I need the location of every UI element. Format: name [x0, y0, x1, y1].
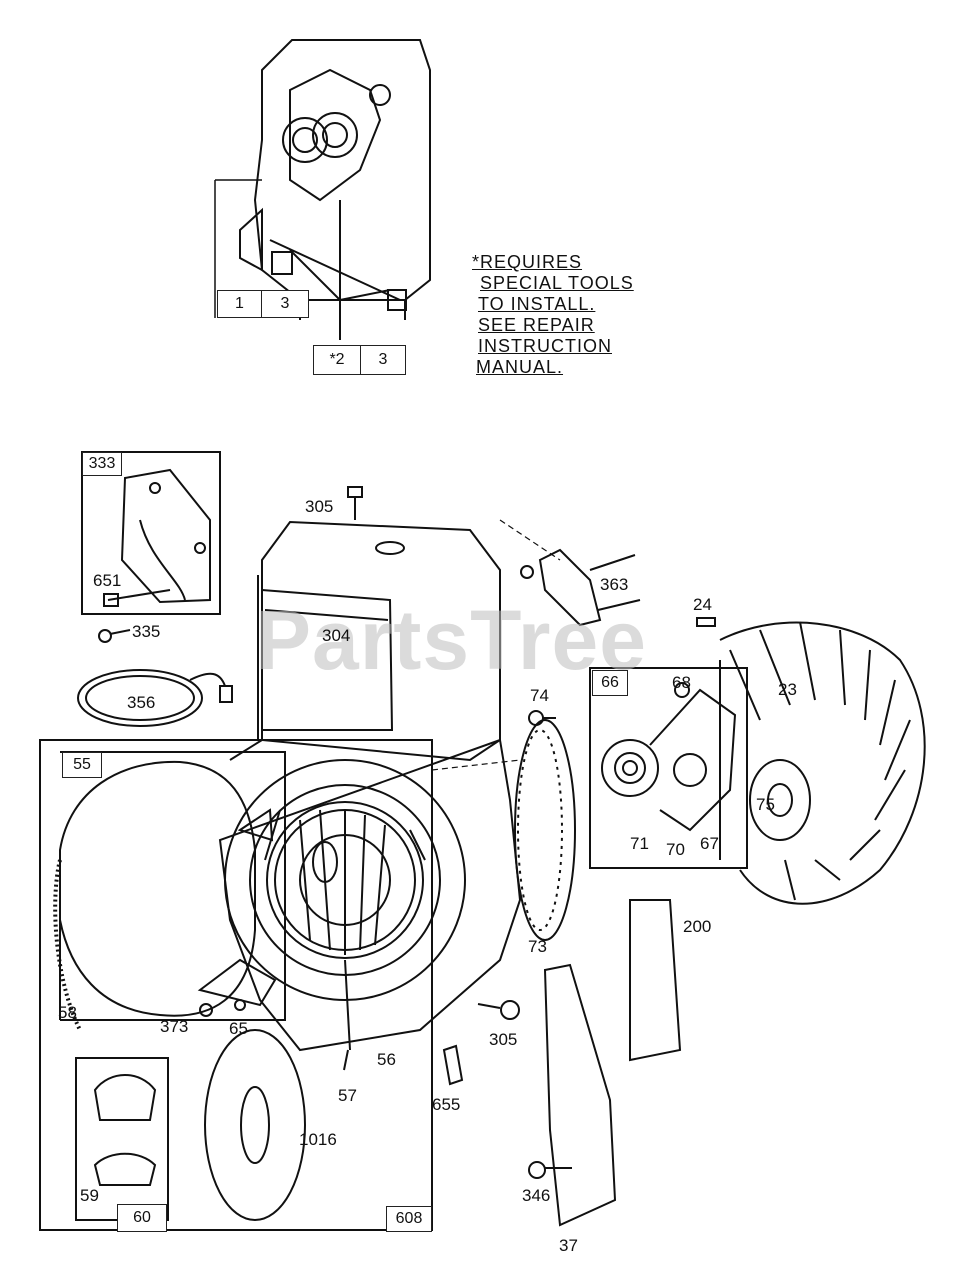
engine-block-illustration [239, 39, 431, 340]
callout-373: 373 [160, 1017, 189, 1036]
box-label-66: 66 [592, 670, 628, 696]
flywheel-parts-group [589, 667, 748, 869]
callout-58: 58 [58, 1003, 77, 1022]
callout-23: 23 [778, 680, 797, 699]
key-24-illustration [696, 617, 716, 627]
box-label-55: 55 [62, 752, 102, 778]
callout-655: 655 [432, 1095, 461, 1114]
note-line-2: SPECIAL TOOLS [480, 273, 634, 293]
callout-75: 75 [756, 795, 775, 814]
callout-304: 304 [322, 626, 351, 645]
callout-59: 59 [80, 1186, 99, 1205]
watermark: PartsTree [255, 593, 647, 687]
special-tools-note: *REQUIRES SPECIAL TOOLS TO INSTALL. SEE … [472, 252, 634, 378]
note-line-5: INSTRUCTION [478, 336, 612, 356]
note-line-3: TO INSTALL. [478, 294, 596, 314]
callout-67: 67 [700, 834, 719, 853]
box-label-60: 60 [117, 1204, 167, 1232]
box-label-2: *2 [313, 345, 361, 375]
screw-335-illustration [98, 629, 131, 643]
callout-56: 56 [377, 1050, 396, 1069]
callout-73: 73 [528, 937, 547, 956]
baffle-37-illustration [543, 963, 617, 1227]
callout-651: 651 [93, 571, 122, 590]
screw-305-lower-illustration [477, 1000, 520, 1020]
ignition-module-group [81, 451, 221, 615]
callout-335: 335 [132, 622, 161, 641]
callout-24: 24 [693, 595, 712, 614]
callout-1016: 1016 [299, 1130, 337, 1149]
screw-346-illustration [528, 1161, 572, 1179]
callout-68: 68 [672, 673, 691, 692]
callout-200: 200 [683, 917, 712, 936]
callout-70: 70 [666, 840, 685, 859]
callout-363: 363 [600, 575, 629, 594]
callout-71: 71 [630, 834, 649, 853]
box-label-333: 333 [82, 452, 122, 476]
screw-305-top-illustration [347, 486, 363, 520]
clip-655-illustration [442, 1044, 464, 1086]
callout-37: 37 [559, 1236, 578, 1255]
box-label-3-lower: 3 [360, 345, 406, 375]
note-line-4: SEE REPAIR [478, 315, 595, 335]
screw-74-illustration [528, 710, 556, 726]
box-label-3-top: 3 [261, 290, 309, 318]
callout-65: 65 [229, 1019, 248, 1038]
callout-57: 57 [338, 1086, 357, 1105]
ground-wire-illustration [77, 669, 233, 727]
note-line-6: MANUAL. [476, 357, 564, 377]
bracket-363-illustration [520, 548, 641, 627]
callout-305-lower: 305 [489, 1030, 518, 1049]
leader-lines [431, 519, 561, 771]
baffle-200-illustration [629, 899, 682, 1062]
box-label-608: 608 [386, 1206, 432, 1232]
note-line-1: *REQUIRES [472, 252, 583, 272]
callout-356: 356 [127, 693, 156, 712]
rotating-screen-illustration [514, 719, 576, 941]
callout-346: 346 [522, 1186, 551, 1205]
blower-housing-illustration [218, 520, 522, 1052]
rewind-starter-group [39, 739, 433, 1231]
box-label-1: 1 [217, 290, 262, 318]
callout-305-top: 305 [305, 497, 334, 516]
flywheel-illustration [719, 621, 926, 905]
callout-74: 74 [530, 686, 549, 705]
group-1-bracket [214, 179, 262, 318]
